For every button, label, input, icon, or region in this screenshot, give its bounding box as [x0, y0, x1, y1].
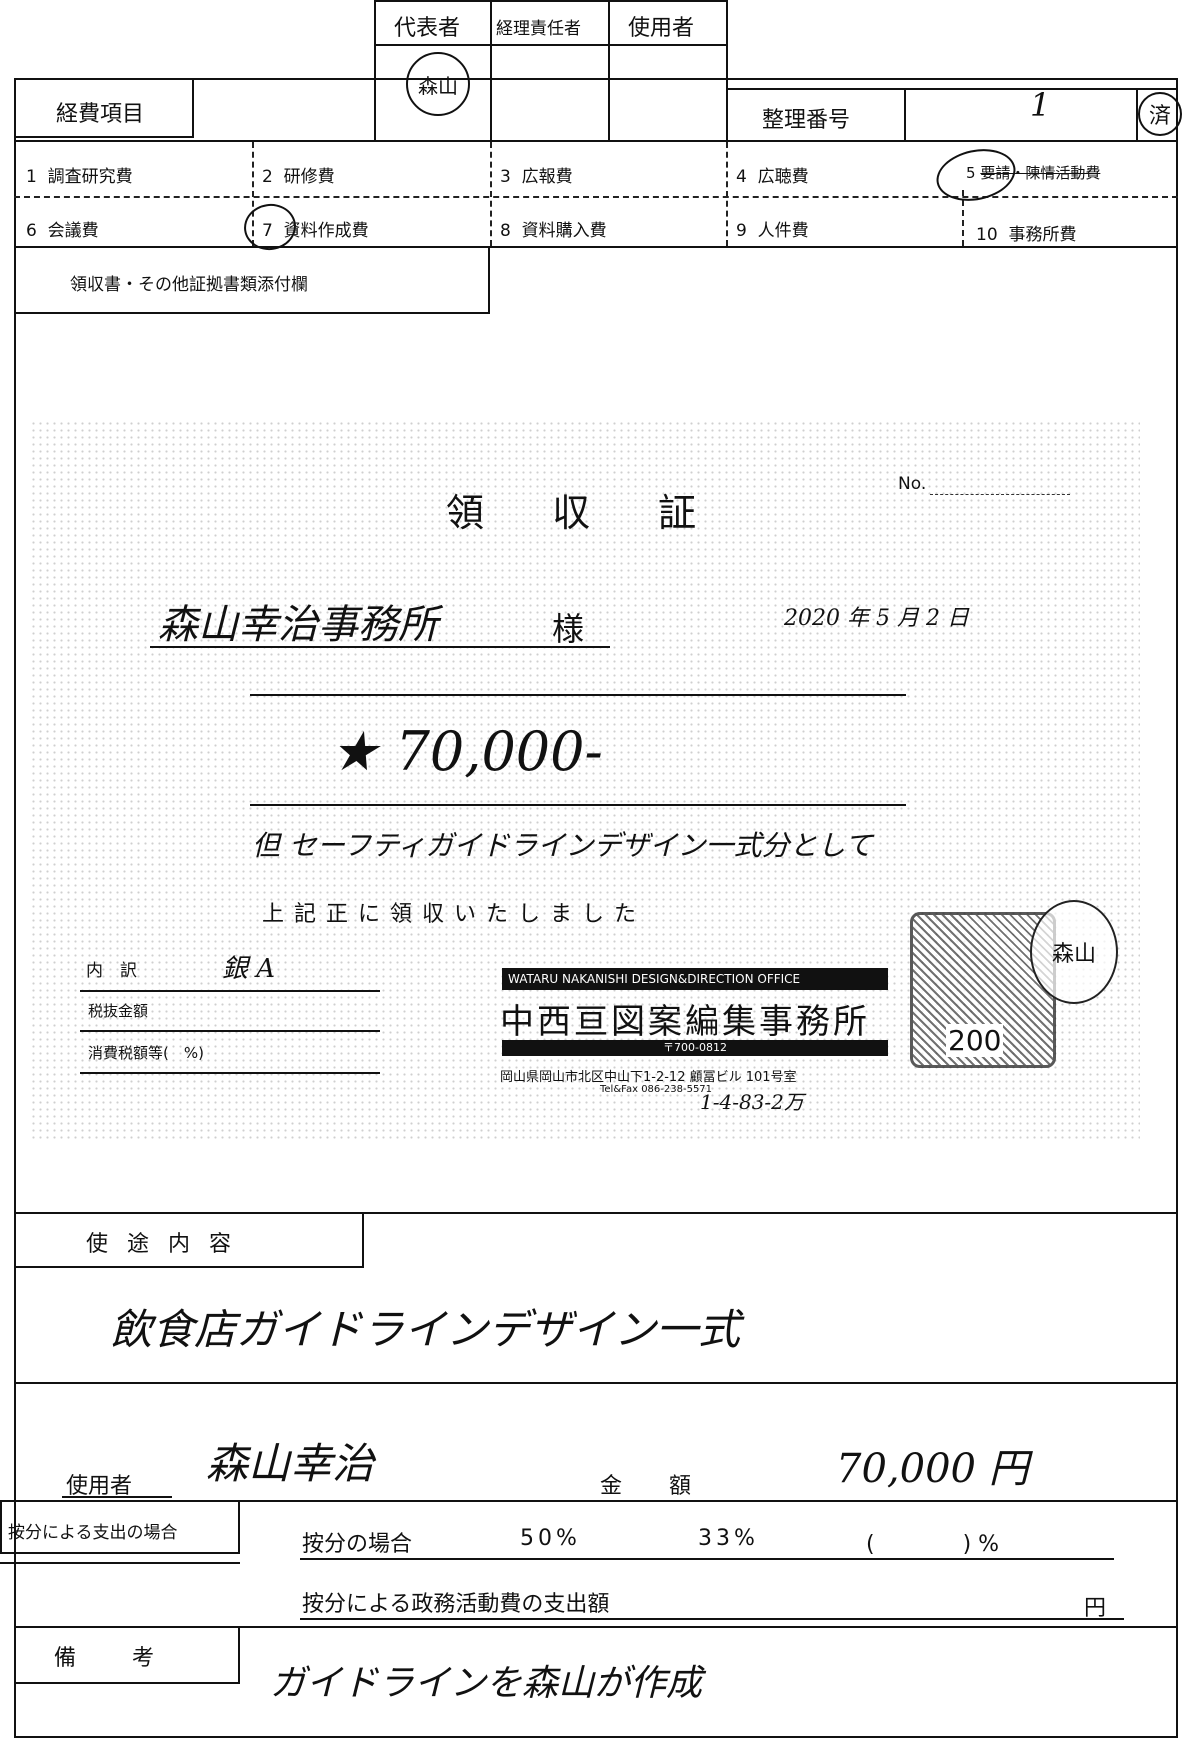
category-7: 7 資料作成費 [262, 221, 369, 241]
receipt-no-line [930, 494, 1070, 495]
breakdown-value: 銀 A [222, 954, 276, 984]
usage-top-line [14, 1212, 1178, 1214]
remarks-top-line [14, 1626, 1178, 1628]
allocation-amount-underline [300, 1618, 1124, 1620]
category-10: 10 事務所費 [976, 225, 1077, 245]
tax-excluded-label: 税抜金額 [88, 1002, 149, 1020]
allocation-opt1: 50% [520, 1526, 581, 1551]
cat-vdash-3 [726, 142, 728, 246]
category-5: 5 要請・陳情活動費 [966, 164, 1101, 182]
issuer-postal: 〒700-0812 [502, 1040, 888, 1056]
cat-vdash-1 [252, 142, 254, 246]
expense-item-box [14, 78, 194, 138]
ref-no-label: 整理番号 [762, 108, 851, 133]
user-label-underline [62, 1496, 172, 1498]
issuer-tel: Tel&Fax 086-238-5571 [600, 1084, 713, 1095]
user-top-line [14, 1382, 1178, 1384]
attachment-label: 領収書・その他証拠書類添付欄 [70, 275, 308, 295]
tax-excluded-line [80, 1030, 380, 1032]
issuer-jp: 中西亘図案編集事務所 [500, 1002, 870, 1042]
usage-label-box [14, 1212, 364, 1268]
user-bottom-line [14, 1500, 1178, 1502]
ref-no-value: 1 [1030, 86, 1051, 124]
receipt-hand-note: 1-4-83-2万 [700, 1090, 804, 1114]
ref-div [904, 88, 906, 140]
done-stamp: 済 [1138, 92, 1182, 136]
approval-right-line [726, 0, 728, 140]
receipt-memo: 但 セーフティガイドラインデザイン一式分として [252, 829, 873, 862]
ref-div2 [1136, 88, 1138, 140]
receipt-honorific: 様 [552, 610, 585, 648]
rep-seal-stamp: 森山 [406, 52, 470, 116]
allocation-amount-label: 按分による政務活動費の支出額 [302, 1592, 610, 1617]
breakdown-line [80, 990, 380, 992]
user-label: 使用者 [66, 1474, 133, 1499]
rep-label: 代表者 [394, 16, 461, 41]
approval-mid-line [374, 44, 728, 46]
user-label: 使用者 [628, 16, 695, 41]
allocation-label-box [0, 1500, 240, 1554]
user-value: 森山幸治 [206, 1439, 375, 1488]
issuer-address: 岡山県岡山市北区中山下1-2-12 顧冨ビル 101号室 [500, 1070, 797, 1085]
category-3: 3 広報費 [500, 167, 573, 187]
receipt-received-text: 上記正に領収いたしました [262, 902, 647, 927]
receipt-addressee: 森山幸治事務所 [158, 602, 438, 648]
approval-left-line [374, 0, 376, 140]
revenue-stamp-value: 200 [946, 1024, 1004, 1057]
amount-bottom-line [250, 804, 906, 806]
receipt-date: 2020 年 5 月 2 日 [784, 606, 969, 631]
cat-vdash-2 [490, 142, 492, 246]
remarks-label-box [14, 1626, 240, 1684]
issuer-en-banner: WATARU NAKANISHI DESIGN&DIRECTION OFFICE [502, 968, 888, 990]
category-4: 4 広聴費 [736, 167, 809, 187]
categories-bottom-line [14, 246, 1178, 248]
cat-vdash-4 [962, 190, 964, 246]
amount-value: 70,000 円 [836, 1446, 1029, 1492]
remarks-label: 備 考 [54, 1646, 159, 1671]
approval-div2 [608, 0, 610, 140]
addressee-underline [150, 646, 610, 648]
frame-right-line [1176, 78, 1178, 1738]
amount-label: 金 額 [600, 1474, 711, 1499]
frame-bottom-line [14, 1736, 1178, 1738]
tax-label: 消費税額等( %) [88, 1044, 204, 1062]
category-8: 8 資料購入費 [500, 221, 607, 241]
frame-top-line [14, 78, 1176, 80]
allocation-label: 按分による支出の場合 [8, 1523, 178, 1543]
categories-top-line [14, 140, 1178, 142]
usage-label: 使 途 内 容 [86, 1232, 237, 1257]
acct-label: 経理責任者 [496, 19, 581, 39]
tax-line [80, 1072, 380, 1074]
category-2: 2 研修費 [262, 167, 335, 187]
usage-value: 飲食店ガイドラインデザイン一式 [110, 1305, 741, 1354]
approval-div1 [490, 0, 492, 140]
category-9: 9 人件費 [736, 221, 809, 241]
allocation-opt2: 33% [698, 1526, 759, 1551]
allocation-case-label: 按分の場合 [302, 1532, 413, 1557]
remarks-value: ガイドラインを森山が作成 [270, 1663, 703, 1704]
stamp-sign-seal: 森山 [1030, 900, 1118, 1004]
category-1: 1 調査研究費 [26, 167, 133, 187]
frame-left-line [14, 78, 16, 1738]
expense-item-label: 経費項目 [56, 102, 145, 127]
allocation-box-bottom [0, 1562, 240, 1564]
attachment-box [14, 246, 490, 314]
allocation-yen: 円 [1084, 1596, 1107, 1621]
categories-mid-dash [14, 196, 1178, 198]
receipt-title: 領 収 証 [446, 491, 725, 535]
approval-top-line [374, 0, 728, 2]
allocation-opt3: ( ) % [866, 1532, 1000, 1557]
ref-top-line [726, 88, 1178, 90]
receipt-amount: ★ 70,000- [330, 720, 603, 783]
amount-top-line [250, 694, 906, 696]
category-6: 6 会議費 [26, 221, 99, 241]
allocation-case-underline [300, 1558, 1114, 1560]
breakdown-label: 内 訳 [86, 961, 137, 981]
receipt-no-label: No. [898, 474, 927, 494]
